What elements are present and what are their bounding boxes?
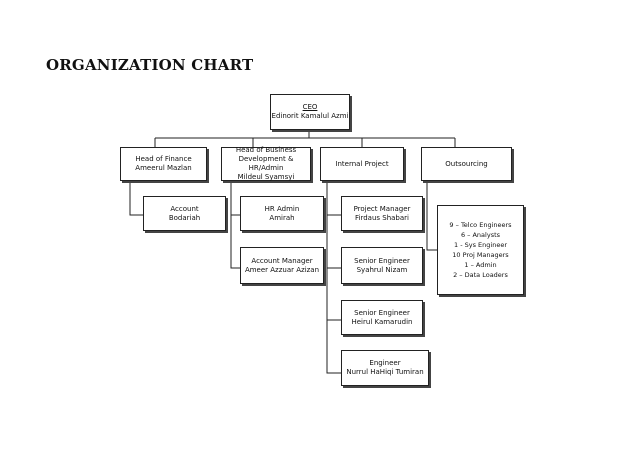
outsourcing-staff-list: 9 – Telco Engineers 6 – Analysts 1 - Sys… bbox=[437, 205, 524, 295]
account-box: Account Bodariah bbox=[143, 196, 226, 231]
ceo-role: CEO bbox=[302, 103, 318, 111]
hr-admin-name: Amirah bbox=[269, 213, 295, 222]
internal-project-label: Internal Project bbox=[335, 159, 389, 168]
project-manager-box: Project Manager Firdaus Shabari bbox=[341, 196, 423, 231]
head-of-business-box: Head of Business Development & HR/Admin … bbox=[221, 146, 311, 181]
engineer-box: Engineer Nurrul HaHiqi Tumiran bbox=[341, 350, 429, 386]
account-role: Account bbox=[170, 204, 199, 213]
head-of-finance-box: Head of Finance Ameerul Mazlan bbox=[120, 147, 207, 181]
senior-engineer-1-name: Syahrul Nizam bbox=[356, 265, 408, 274]
ceo-box: CEO Edinorit Kamalul Azmi bbox=[270, 94, 350, 130]
ceo-name: Edinorit Kamalul Azmi bbox=[271, 112, 349, 120]
senior-engineer-2-role: Senior Engineer bbox=[354, 308, 410, 317]
outsource-telco-engineers: 9 – Telco Engineers bbox=[449, 221, 512, 229]
outsource-data-loaders: 2 – Data Loaders bbox=[453, 271, 508, 279]
business-role-line3: HR/Admin bbox=[248, 164, 284, 172]
business-role-line2: Development & bbox=[238, 155, 294, 163]
outsource-sys-engineer: 1 - Sys Engineer bbox=[454, 241, 507, 249]
outsource-analysts: 6 – Analysts bbox=[460, 231, 501, 239]
project-manager-role: Project Manager bbox=[353, 204, 411, 213]
senior-engineer-2-name: Heirul Kamarudin bbox=[351, 317, 413, 326]
account-manager-name: Ameer Azzuar Azizan bbox=[244, 265, 320, 274]
engineer-role: Engineer bbox=[369, 359, 401, 367]
outsourcing-box: Outsourcing bbox=[421, 147, 512, 181]
account-name: Bodariah bbox=[168, 213, 201, 222]
account-manager-box: Account Manager Ameer Azzuar Azizan bbox=[240, 247, 324, 284]
senior-engineer-1-role: Senior Engineer bbox=[354, 256, 410, 265]
business-name: Mildeul Syamsyi bbox=[237, 173, 295, 181]
internal-project-box: Internal Project bbox=[320, 147, 404, 181]
senior-engineer-box-1: Senior Engineer Syahrul Nizam bbox=[341, 247, 423, 284]
outsourcing-label: Outsourcing bbox=[445, 159, 488, 168]
hr-admin-role: HR Admin bbox=[264, 204, 300, 213]
page-title: ORGANIZATION CHART bbox=[46, 56, 254, 74]
outsource-admin: 1 – Admin bbox=[464, 261, 497, 269]
finance-role: Head of Finance bbox=[135, 155, 192, 163]
business-role-line1: Head of Business bbox=[235, 146, 297, 154]
senior-engineer-box-2: Senior Engineer Heirul Kamarudin bbox=[341, 300, 423, 335]
engineer-name: Nurrul HaHiqi Tumiran bbox=[346, 368, 424, 376]
project-manager-name: Firdaus Shabari bbox=[355, 213, 409, 222]
finance-name: Ameerul Mazlan bbox=[135, 164, 192, 172]
account-manager-role: Account Manager bbox=[251, 256, 313, 265]
hr-admin-box: HR Admin Amirah bbox=[240, 196, 324, 231]
outsource-proj-managers: 10 Proj Managers bbox=[452, 251, 509, 259]
